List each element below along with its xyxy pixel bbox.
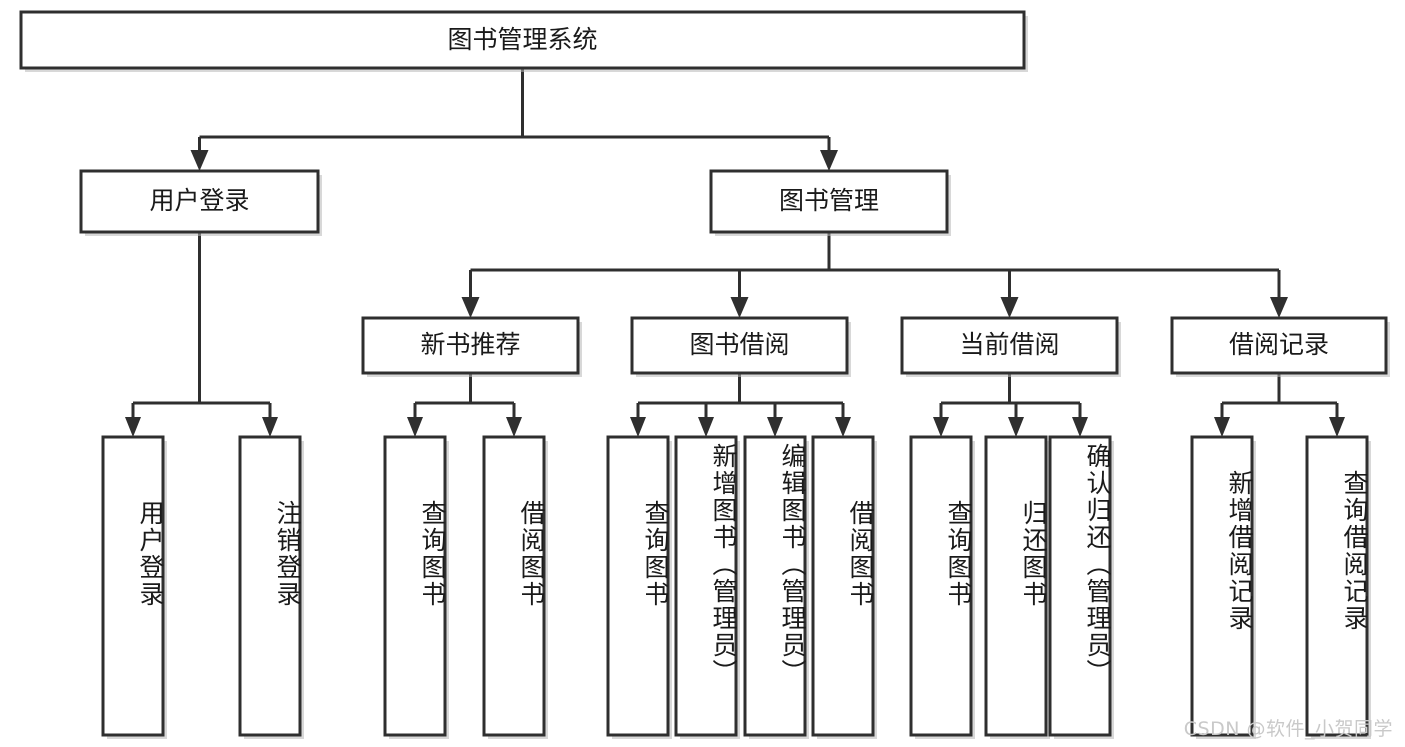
node-user-login-label: 用户登录 xyxy=(149,186,249,215)
arrow-head-leaf-user-login xyxy=(125,417,141,437)
node-book-management-label: 图书管理 xyxy=(779,186,879,215)
arrow-head-leaf-query-book-current xyxy=(933,417,949,437)
node-leaf-add-book-box[interactable] xyxy=(674,435,738,737)
arrow-head-borrow-records xyxy=(1270,297,1288,318)
node-root-label: 图书管理系统 xyxy=(447,25,597,54)
node-new-book-recommend-box[interactable] xyxy=(361,316,580,375)
node-leaf-query-book-borrow-box[interactable] xyxy=(606,435,670,737)
nodes-group: 图书管理系统 用户登录 图书管理 新书推荐 图书借阅 当前借阅 借阅记录 xyxy=(19,10,1390,739)
arrow-head-leaf-add-record xyxy=(1214,417,1230,437)
node-book-borrow-box[interactable] xyxy=(630,316,849,375)
arrow-head-book-borrow xyxy=(730,297,749,318)
node-leaf-query-book-current-box[interactable] xyxy=(909,435,973,737)
arrow-head-leaf-borrow-book-rec xyxy=(506,417,522,437)
arrow-head-leaf-confirm-return xyxy=(1072,417,1088,437)
arrow-head-user-login xyxy=(190,150,209,171)
arrow-head-new-book xyxy=(461,297,480,318)
node-leaf-query-record-box[interactable] xyxy=(1305,435,1369,737)
arrow-head-leaf-borrow-book xyxy=(835,417,851,437)
node-leaf-logout-box[interactable] xyxy=(238,435,302,737)
node-leaf-return-book-box[interactable] xyxy=(984,435,1048,737)
node-current-borrow-label: 当前借阅 xyxy=(959,330,1059,359)
node-borrow-records-box[interactable] xyxy=(1170,316,1388,375)
arrow-head-leaf-query-record xyxy=(1329,417,1345,437)
node-leaf-edit-book-box[interactable] xyxy=(743,435,807,737)
arrow-head-leaf-query-book-borrow xyxy=(630,417,646,437)
node-book-borrow-label: 图书借阅 xyxy=(689,330,789,359)
arrow-head-leaf-query-book-rec xyxy=(407,417,423,437)
arrow-head-leaf-add-book xyxy=(698,417,714,437)
node-leaf-query-book-rec-box[interactable] xyxy=(383,435,447,737)
node-leaf-borrow-book-box[interactable] xyxy=(811,435,875,737)
arrow-head-book-management xyxy=(820,150,838,171)
arrow-head-leaf-logout xyxy=(262,417,278,437)
node-new-book-recommend-label: 新书推荐 xyxy=(420,330,520,359)
node-leaf-confirm-return-box[interactable] xyxy=(1048,435,1112,737)
node-root-box[interactable] xyxy=(19,10,1026,70)
node-leaf-borrow-book-rec-box[interactable] xyxy=(482,435,546,737)
csdn-watermark: CSDN @软件_小贺同学 xyxy=(1183,718,1393,740)
node-borrow-records-label: 借阅记录 xyxy=(1229,330,1329,359)
arrow-head-leaf-return-book xyxy=(1008,417,1024,437)
node-book-management-box[interactable] xyxy=(709,169,949,234)
node-user-login-box[interactable] xyxy=(79,169,320,234)
arrow-head-current-borrow xyxy=(1000,297,1019,318)
node-leaf-user-login-box[interactable] xyxy=(101,435,165,737)
arrow-head-leaf-edit-book xyxy=(767,417,783,437)
node-leaf-add-record-box[interactable] xyxy=(1190,435,1254,737)
node-current-borrow-box[interactable] xyxy=(900,316,1119,375)
edges-group xyxy=(125,68,1345,437)
